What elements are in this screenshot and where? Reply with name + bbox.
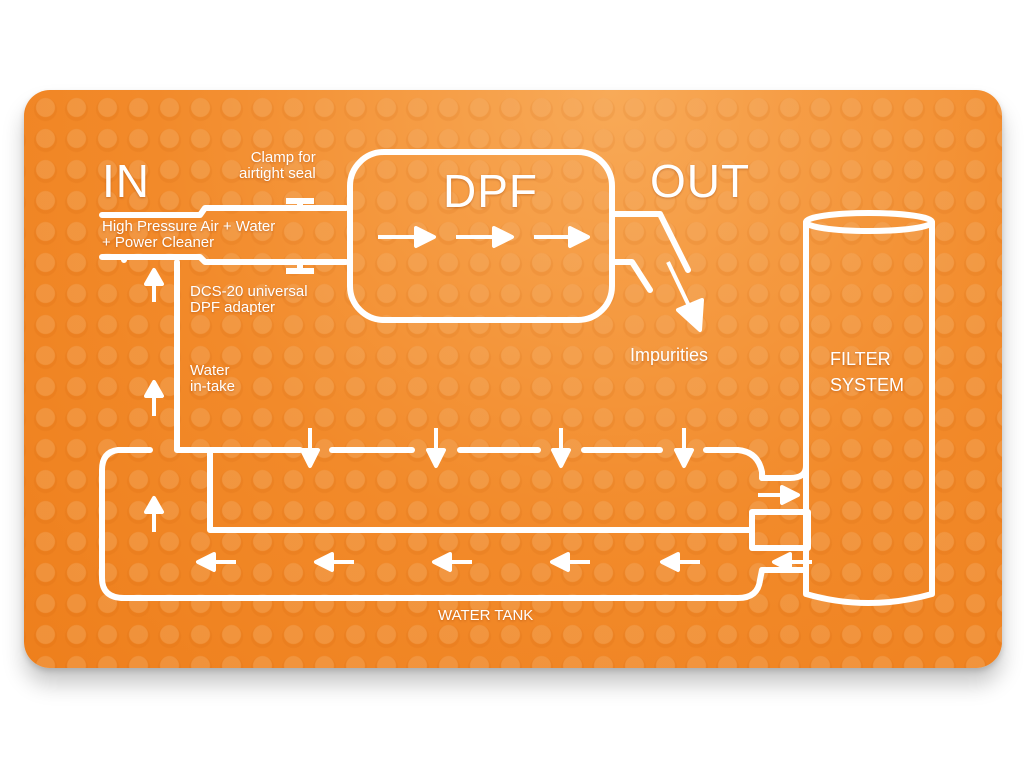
outlet-pipe-top <box>609 211 691 273</box>
water-tank-outer <box>99 257 809 601</box>
label-water-intake: Water in-take <box>190 362 236 395</box>
arrow-right-icon <box>378 226 436 248</box>
water-tank-inner <box>207 447 755 533</box>
label-out: OUT <box>650 155 751 207</box>
label-filter-system: FILTER SYSTEM <box>830 349 905 395</box>
label-in: IN <box>102 155 150 207</box>
arrow-right-icon <box>456 226 514 248</box>
arrow-up-icon <box>144 496 164 532</box>
arrow-right-icon <box>534 226 590 248</box>
arrow-left-icon <box>660 552 700 572</box>
arrow-left-icon <box>550 552 590 572</box>
filter-column-top <box>803 210 935 234</box>
water-intake-pipe <box>174 259 303 453</box>
clamp-icon <box>286 198 314 210</box>
arrow-up-icon <box>144 380 164 416</box>
arrow-left-icon <box>196 552 236 572</box>
inlet-pipe-bottom <box>99 254 349 265</box>
label-dpf: DPF <box>443 165 538 217</box>
arrow-up-icon <box>144 268 164 302</box>
filter-connector <box>749 509 811 551</box>
inlet-pipe-top <box>99 205 349 218</box>
arrow-down-icon <box>300 428 320 468</box>
label-high-pressure: High Pressure Air + Water + Power Cleane… <box>102 218 276 251</box>
label-water-tank: WATER TANK <box>438 607 534 624</box>
filter-inlet-line <box>759 463 809 481</box>
arrow-left-icon <box>314 552 354 572</box>
arrow-down-right-icon <box>666 261 704 332</box>
dpf-housing <box>347 149 615 323</box>
label-adapter: DCS-20 universal DPF adapter <box>190 283 308 316</box>
return-line-4 <box>703 447 765 481</box>
outlet-pipe-bottom <box>609 259 653 293</box>
arrow-down-icon <box>426 428 446 468</box>
arrow-left-icon <box>772 552 812 572</box>
filter-column <box>803 219 935 606</box>
clamp-icon <box>286 262 314 274</box>
arrow-down-icon <box>674 428 694 468</box>
arrow-down-icon <box>551 428 571 468</box>
arrow-left-icon <box>432 552 472 572</box>
diagram-card <box>24 90 1002 668</box>
arrow-right-icon <box>758 485 800 505</box>
label-impurities: Impurities <box>630 345 709 365</box>
label-clamp: Clamp for airtight seal <box>239 149 316 182</box>
